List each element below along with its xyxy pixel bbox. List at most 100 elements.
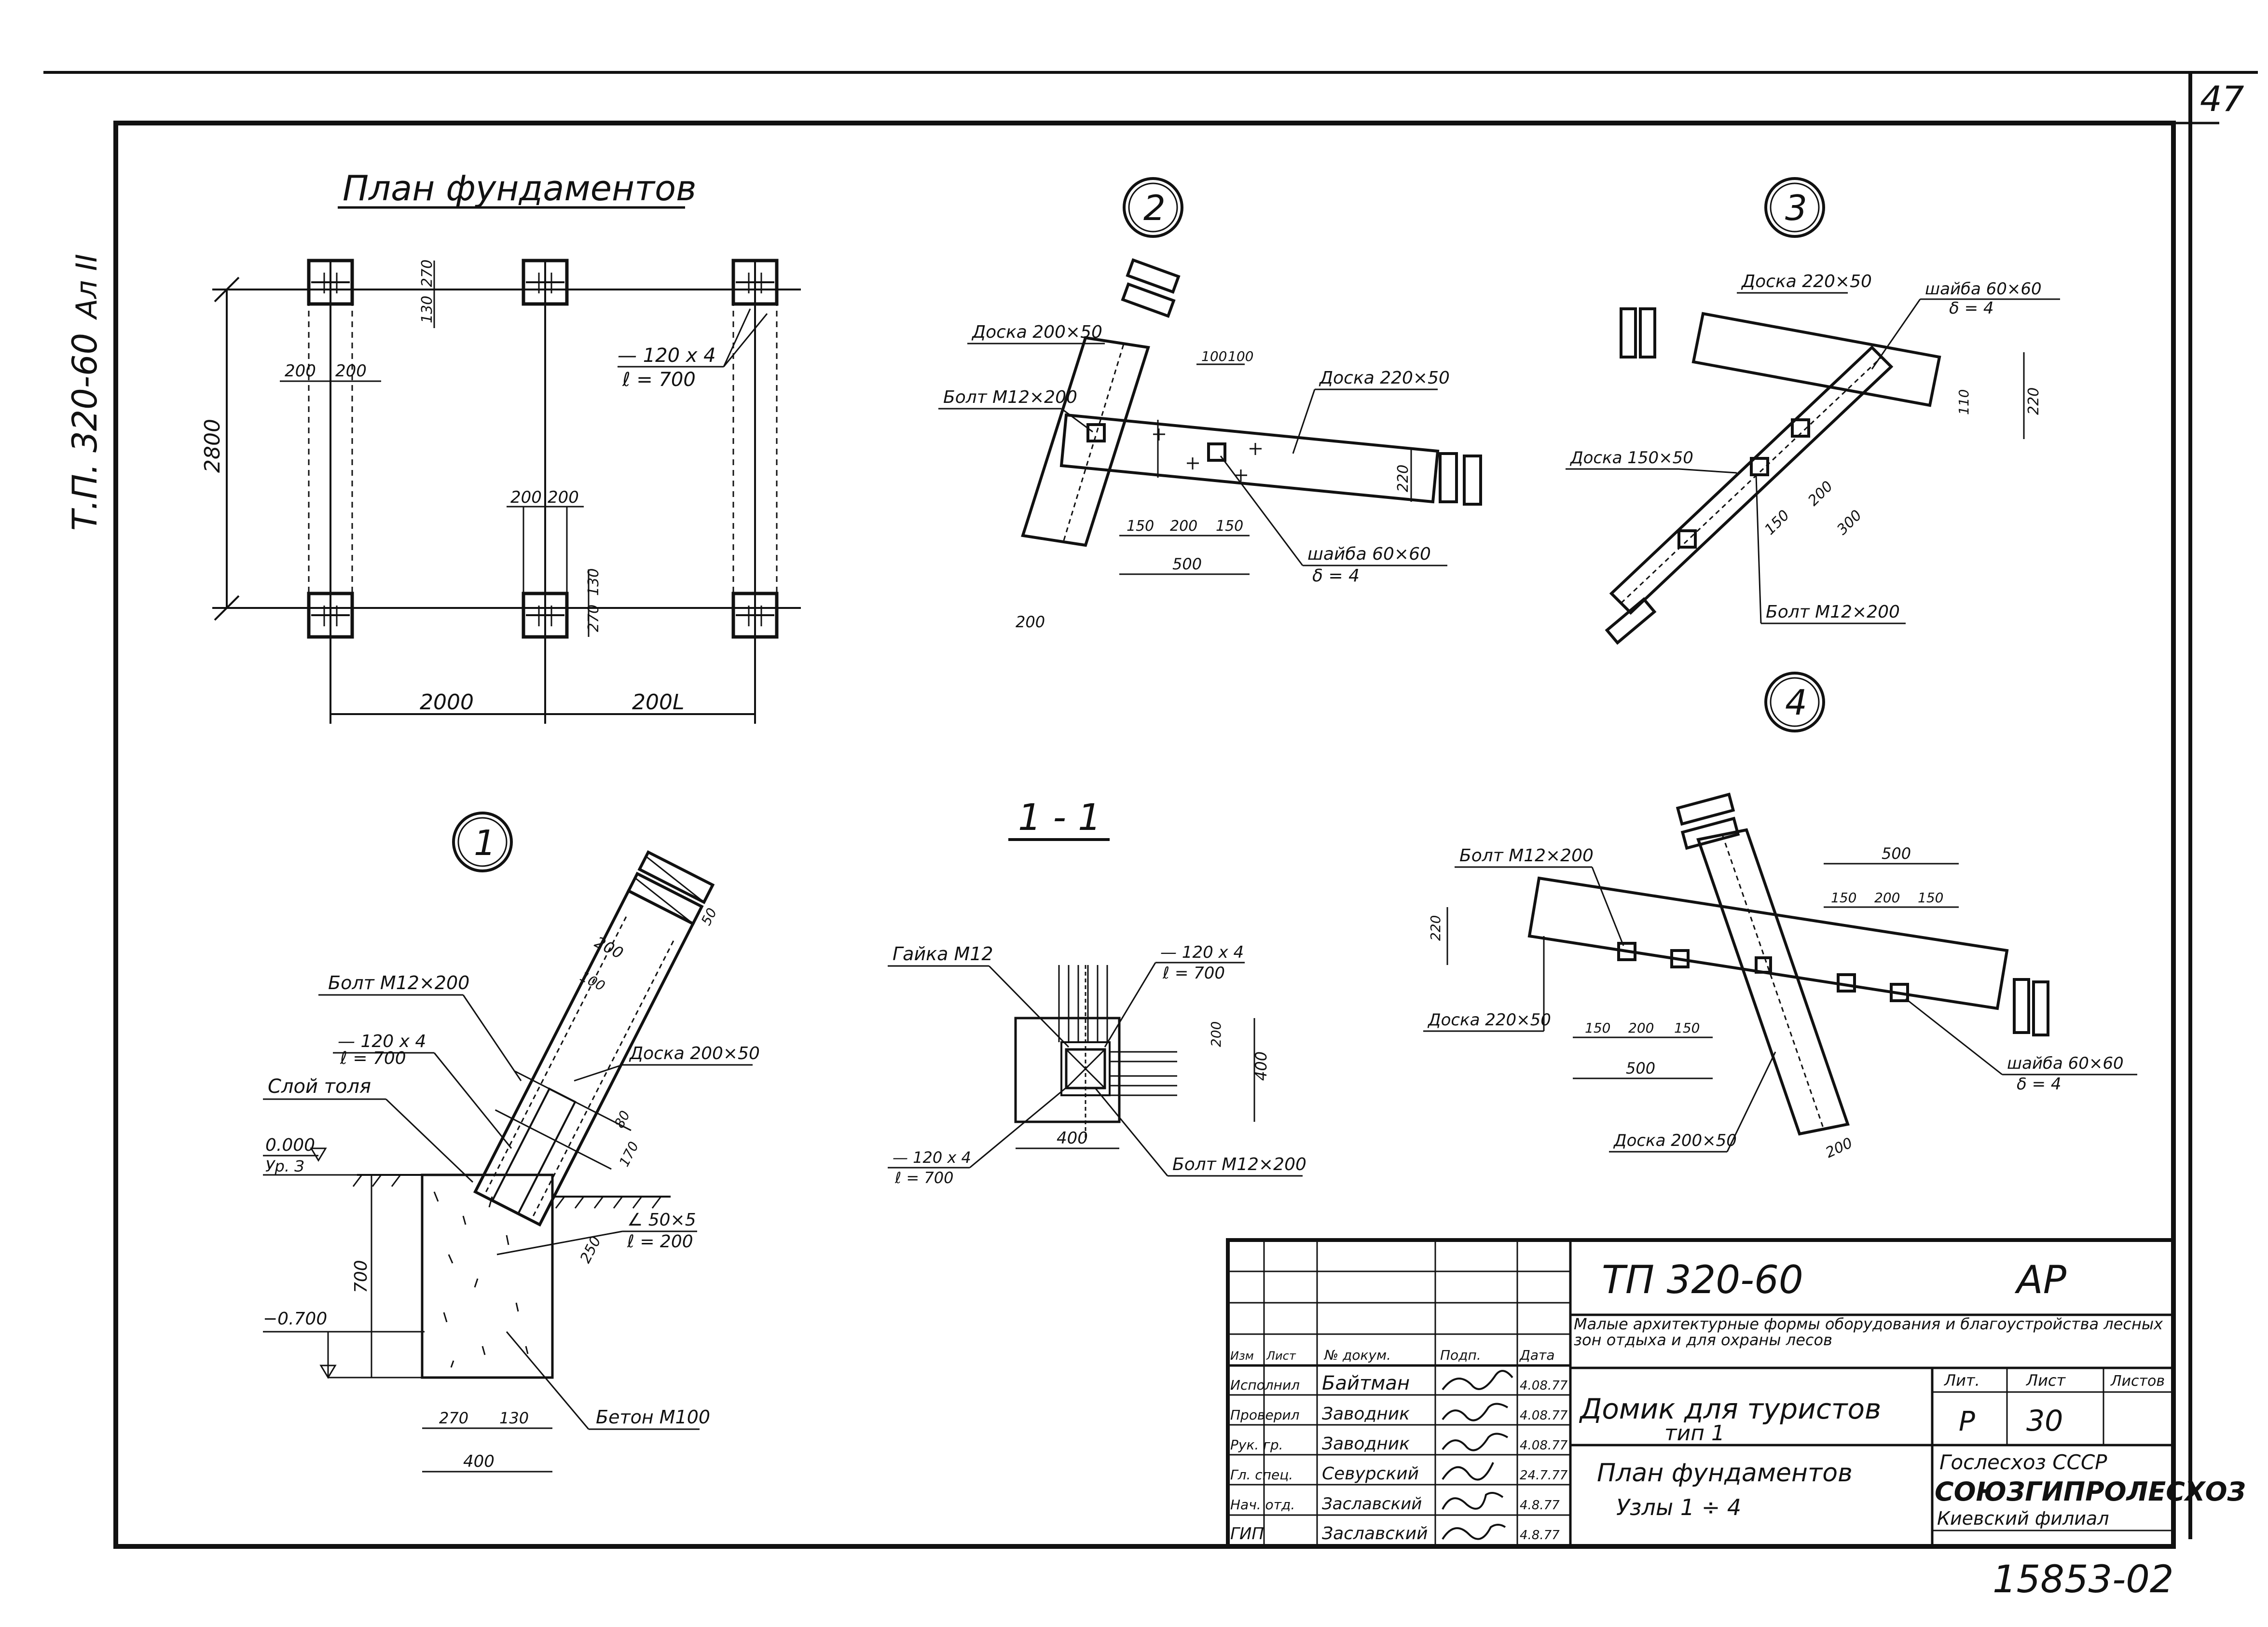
node-1-dim-200: 200 — [591, 933, 626, 963]
tb-role-2: Рук. гр. — [1230, 1437, 1283, 1453]
footing-a2 — [522, 259, 569, 306]
node-1-level-top: 0.000 — [265, 1135, 315, 1155]
node-1-dim-400: 400 — [463, 1452, 495, 1471]
node-3-dim-150: 150 — [1761, 507, 1793, 538]
tb-role-4: Нач. отд. — [1230, 1497, 1295, 1513]
foundation-plan: План фундаментов — [200, 168, 801, 724]
node-4-washer-2: δ = 4 — [2017, 1075, 2062, 1094]
node-3-board-2: Доска 150×50 — [1569, 448, 1693, 468]
node-4-bolt-label: Болт М12×200 — [1459, 846, 1594, 866]
plan-plate-callout-1: — 120 х 4 — [618, 345, 716, 367]
tb-date-2: 4.08.77 — [1520, 1438, 1568, 1453]
footing-b3 — [731, 592, 779, 639]
node-1-level-top-note: Ур. З — [265, 1157, 304, 1175]
tb-role-0: Исполнил — [1230, 1377, 1300, 1393]
plan-dim-270b: 270 — [585, 605, 602, 632]
node-2-dim-100b: 100 — [1228, 348, 1253, 364]
node-4-dim-200c: 200 — [1823, 1134, 1856, 1161]
section-bolt-label: Болт М12×200 — [1172, 1155, 1306, 1174]
node-1-concrete-label: Бетон М100 — [596, 1406, 710, 1428]
tb-role-5: ГИП — [1230, 1524, 1264, 1544]
plan-dim-200d: 200 — [548, 488, 579, 507]
tb-head-sign: Подп. — [1440, 1347, 1481, 1363]
footing-b2 — [522, 592, 569, 639]
node-4-dim-150b: 150 — [1918, 890, 1943, 906]
node-1-felt-label: Слой толя — [268, 1075, 371, 1098]
node-4-dim-200b: 200 — [1628, 1020, 1654, 1036]
node-2-dim-150b: 150 — [1216, 518, 1243, 535]
node-2-board-2: Доска 220×50 — [1319, 368, 1450, 388]
node-4-dim-150a: 150 — [1831, 890, 1856, 906]
tb-head-date: Дата — [1519, 1347, 1555, 1363]
node-4-dim-500b: 500 — [1626, 1059, 1655, 1077]
side-stamp: Т.П. 320-60 — [65, 333, 105, 531]
node-1-plate-2: ℓ = 700 — [340, 1048, 406, 1068]
node-4: 4 Болт М12×200 Доска 220×50 Доска 200×50… — [1423, 672, 2137, 1161]
footing-b1 — [307, 592, 354, 639]
tb-stage-label: Лит. — [1944, 1371, 1980, 1390]
node-3: 3 Доска 220×50 шайба 60×60 δ = 4 Доска 1… — [1566, 177, 2060, 645]
section-plate-top-1: — 120 х 4 — [1160, 943, 1244, 962]
plan-dim-130a: 130 — [419, 296, 436, 323]
tb-name-4: Заславский — [1322, 1494, 1422, 1514]
footing-a1 — [307, 259, 354, 306]
section-nut-label: Гайка М12 — [893, 943, 993, 965]
archive-number: 15853-02 — [1993, 1558, 2174, 1601]
node-2-dim-500: 500 — [1172, 555, 1202, 573]
node-1-dim-100: 100 — [577, 968, 608, 994]
node-3-board-1: Доска 220×50 — [1741, 272, 1872, 291]
tb-head-doc: № докум. — [1323, 1347, 1391, 1363]
tb-role-3: Гл. спец. — [1230, 1467, 1293, 1483]
node-2: 2 Доска 200×50 Болт М12×200 Доска 220×50… — [938, 177, 1482, 631]
node-2-dim-200b: 200 — [1016, 613, 1045, 631]
tb-date-1: 4.08.77 — [1520, 1408, 1568, 1423]
node-2-board-1: Доска 200×50 — [971, 322, 1102, 342]
tb-sheet-nodes: Узлы 1 ÷ 4 — [1616, 1494, 1741, 1520]
section-plate-top-2: ℓ = 700 — [1162, 964, 1225, 983]
node-2-number: 2 — [1143, 188, 1166, 228]
node-1-dim-130: 130 — [499, 1409, 529, 1427]
plan-dim-200c: 200 — [510, 488, 542, 507]
tb-date-4: 4.8.77 — [1520, 1498, 1560, 1513]
node-3-dim-220: 220 — [2025, 387, 2042, 415]
node-3-washer-1: шайба 60×60 — [1925, 279, 2042, 299]
node-4-dim-220: 220 — [1428, 915, 1443, 941]
node-1: 1 Болт М12×200 — 120 х 4 ℓ = 700 — [263, 812, 760, 1473]
tb-sheet-label: Лист — [2026, 1371, 2066, 1390]
node-1-angle-1: ∠ 50×5 — [627, 1210, 696, 1230]
sheet-frame: 47 Т.П. 320-60 Ал II 15853-02 — [43, 71, 2258, 1601]
node-1-plate-1: — 120 х 4 — [338, 1032, 426, 1051]
concrete-footing — [421, 1173, 554, 1379]
node-3-dim-300: 300 — [1834, 507, 1865, 538]
tb-org-2: СОЮЗГИПРОЛЕСХОЗ — [1935, 1476, 2246, 1507]
node-1-angle-2: ℓ = 200 — [627, 1232, 693, 1252]
tb-project-code: ТП 320-60 — [1602, 1257, 1803, 1302]
plan-dim-2000a: 2000 — [420, 690, 474, 715]
tb-org-1: Гослесхоз СССР — [1939, 1450, 2107, 1474]
node-1-number: 1 — [474, 823, 496, 863]
tb-role-1: Проверил — [1230, 1407, 1300, 1423]
tb-object-name: Домик для туристов — [1579, 1393, 1881, 1425]
tb-object-type: тип 1 — [1664, 1421, 1725, 1446]
node-3-dim-110: 110 — [1956, 389, 1972, 415]
node-2-bolt-label: Болт М12×200 — [943, 387, 1077, 407]
node-1-dim-80: 80 — [611, 1108, 633, 1131]
plan-dim-130b: 130 — [585, 568, 602, 596]
tb-sheet-no: 30 — [2026, 1404, 2063, 1438]
node-2-dim-200: 200 — [1170, 518, 1197, 535]
page-number: 47 — [2200, 79, 2244, 119]
node-2-washer-2: δ = 4 — [1312, 566, 1360, 586]
node-4-dim-150d: 150 — [1674, 1020, 1700, 1036]
node-4-board-1: Доска 220×50 — [1427, 1010, 1551, 1030]
plan-plate-callout-2: ℓ = 700 — [622, 369, 696, 391]
node-4-number: 4 — [1785, 682, 1807, 723]
node-3-dim-200: 200 — [1805, 478, 1836, 509]
tb-name-2: Заводник — [1322, 1434, 1410, 1454]
tb-org-3: Киевский филиал — [1937, 1508, 2109, 1529]
tb-date-3: 24.7.77 — [1520, 1468, 1568, 1483]
tb-date-5: 4.8.77 — [1520, 1528, 1560, 1543]
section-plate-bot-1: — 120 х 4 — [893, 1148, 971, 1167]
node-4-dim-500a: 500 — [1882, 844, 1911, 863]
node-1-dim-700: 700 — [351, 1260, 371, 1293]
tb-sheet-name: План фундаментов — [1597, 1459, 1853, 1488]
